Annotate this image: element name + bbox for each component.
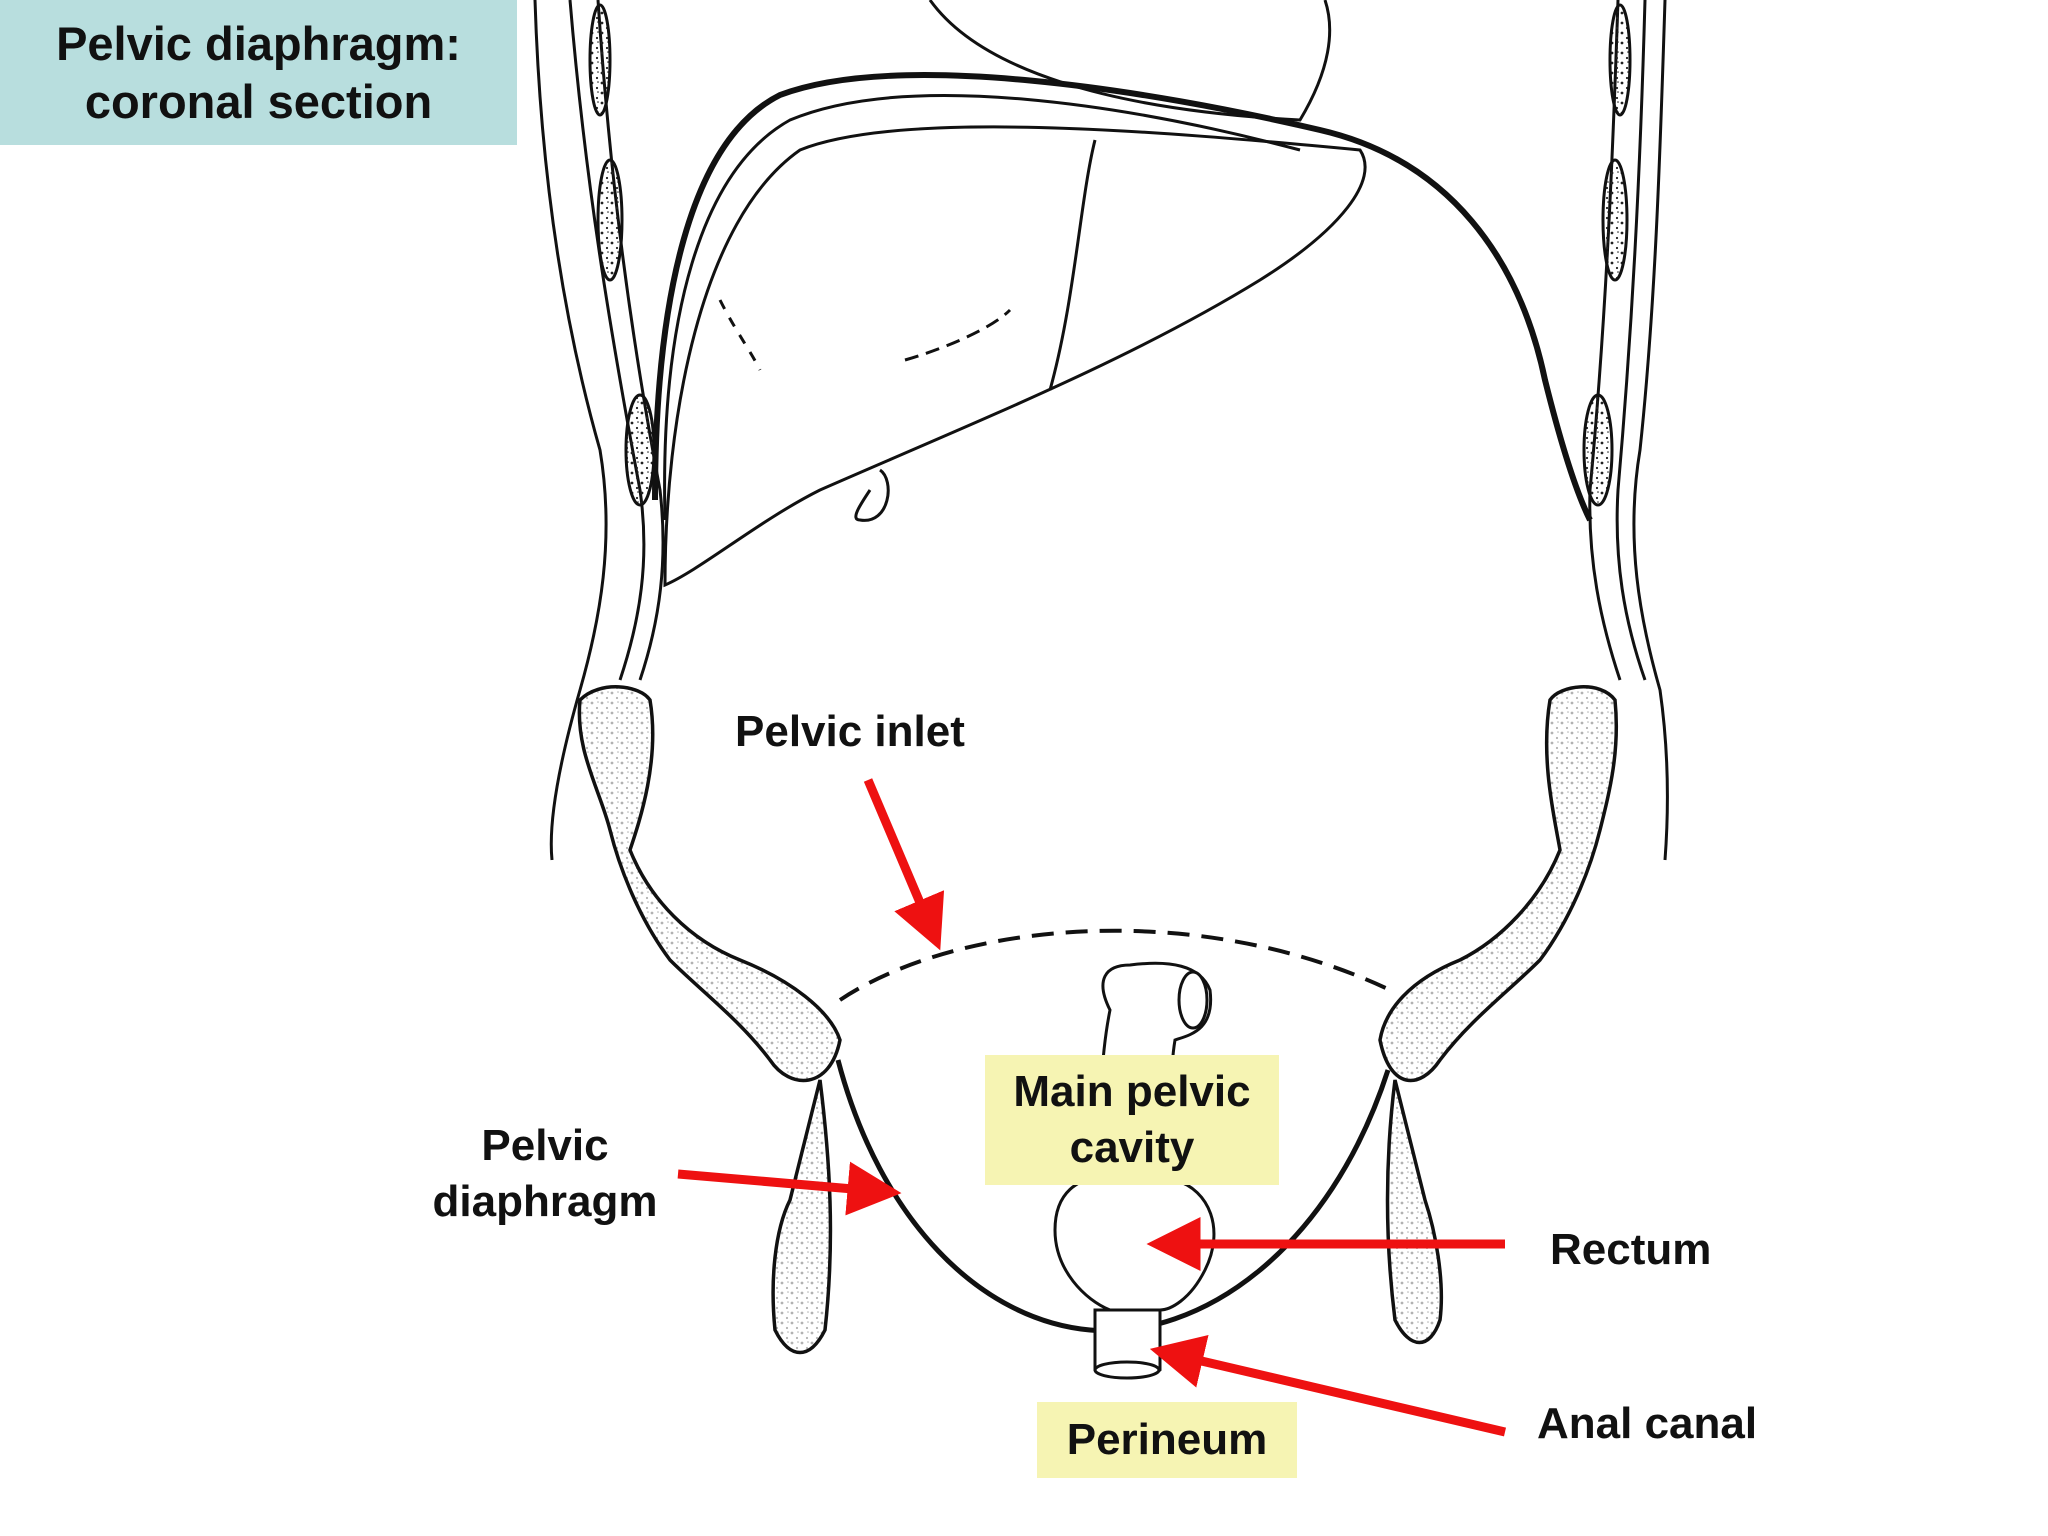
rectum-label: Rectum [1550, 1225, 1712, 1274]
right-hip-bone [1378, 685, 1619, 1345]
pelvic-diaphragm-label-line-2: diaphragm [432, 1177, 658, 1226]
peritoneal-outline [652, 72, 1593, 522]
anal-canal-arrow [1149, 1334, 1507, 1437]
left-abdominal-wall [568, 0, 665, 681]
diaphragm-dome [663, 94, 1301, 521]
anal-canal-shape [1093, 1308, 1162, 1380]
left-hip-bone [577, 685, 842, 1355]
pelvic-inlet-label: Pelvic inlet [735, 707, 965, 756]
body-wall [533, 0, 1669, 861]
pelvic-diaphragm-arrow [677, 1161, 902, 1216]
anal-canal-label: Anal canal [1537, 1399, 1758, 1448]
liver [663, 125, 1367, 588]
title-box: Pelvic diaphragm: coronal section [0, 0, 517, 145]
pelvic-inlet-line [838, 928, 1391, 1002]
title-line-2: coronal section [84, 74, 433, 128]
upper-organ [928, 0, 1332, 122]
pelvic-diaphragm-label: Pelvic diaphragm [420, 1118, 670, 1230]
right-abdominal-wall [1582, 0, 1647, 681]
title-line-1: Pelvic diaphragm: [56, 16, 461, 70]
pelvic-inlet-arrow [863, 778, 945, 951]
main-pelvic-cavity-line-1: Main pelvic [1013, 1067, 1251, 1116]
pelvic-diaphragm-label-line-1: Pelvic [481, 1121, 609, 1170]
perineum-label: Perineum [1066, 1415, 1268, 1464]
main-pelvic-cavity-box: Main pelvic cavity [985, 1055, 1279, 1185]
main-pelvic-cavity-line-2: cavity [1069, 1123, 1195, 1172]
perineum-box: Perineum [1037, 1402, 1297, 1478]
